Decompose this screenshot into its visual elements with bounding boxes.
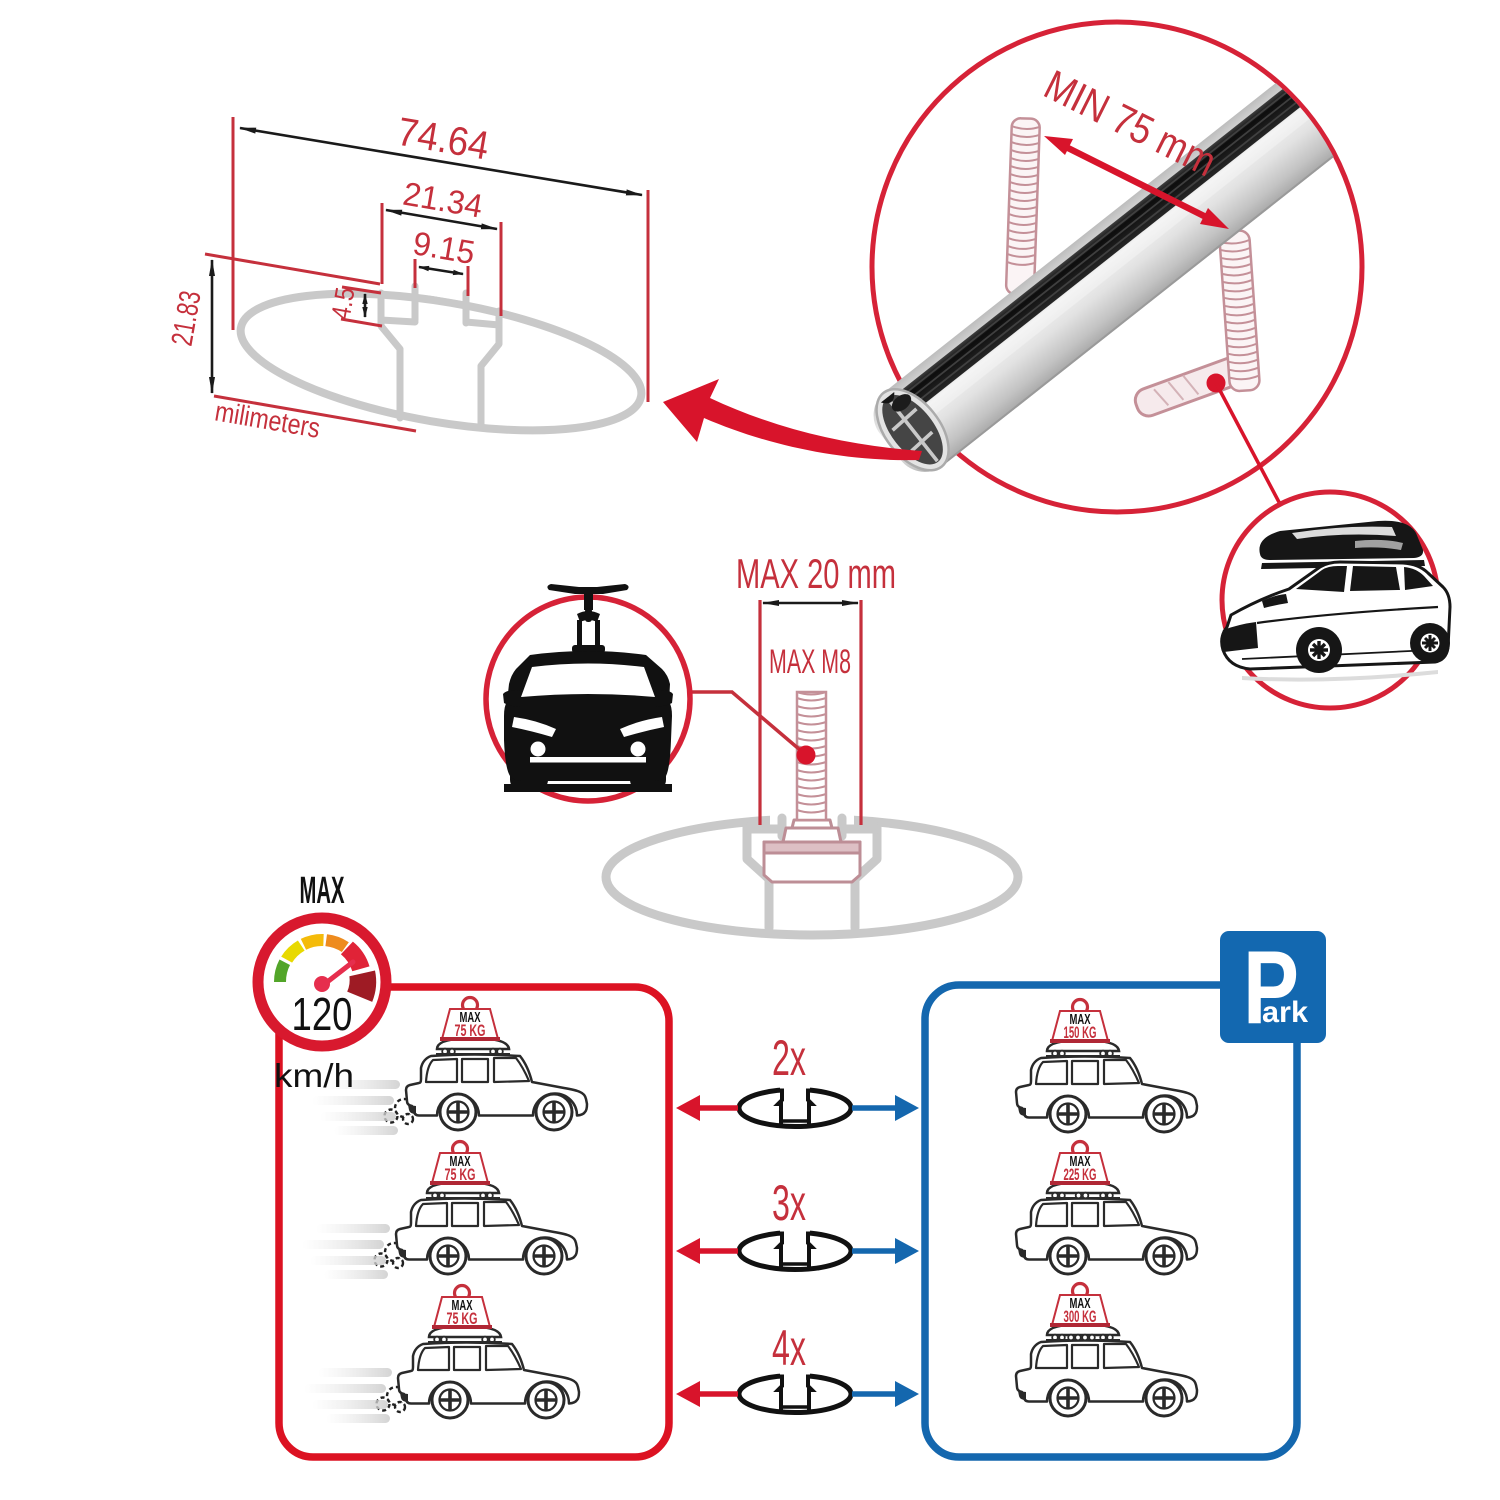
- svg-text:150 KG: 150 KG: [1064, 1023, 1097, 1042]
- svg-text:ark: ark: [1262, 996, 1308, 1029]
- svg-text:21.83: 21.83: [166, 288, 208, 348]
- svg-text:MAX 20 mm: MAX 20 mm: [736, 550, 896, 597]
- svg-text:MAX: MAX: [1070, 1295, 1091, 1312]
- svg-text:MAX: MAX: [452, 1297, 473, 1314]
- svg-text:74.64: 74.64: [394, 110, 492, 169]
- svg-text:MAX: MAX: [300, 870, 345, 912]
- svg-text:225 KG: 225 KG: [1064, 1165, 1097, 1184]
- svg-text:MAX: MAX: [450, 1153, 471, 1170]
- svg-text:2x: 2x: [772, 1030, 806, 1086]
- svg-text:300 KG: 300 KG: [1064, 1307, 1097, 1326]
- svg-text:MAX: MAX: [1070, 1011, 1091, 1028]
- svg-text:3x: 3x: [772, 1175, 806, 1231]
- svg-text:21.34: 21.34: [400, 175, 485, 225]
- svg-text:MAX M8: MAX M8: [769, 643, 851, 681]
- svg-text:km/h: km/h: [274, 1057, 354, 1094]
- svg-text:9.15: 9.15: [410, 224, 477, 271]
- svg-text:MIN 75 mm: MIN 75 mm: [1037, 61, 1224, 186]
- svg-text:75 KG: 75 KG: [447, 1309, 478, 1328]
- svg-text:milimeters: milimeters: [213, 395, 323, 443]
- svg-text:75 KG: 75 KG: [445, 1165, 476, 1184]
- svg-text:75 KG: 75 KG: [455, 1021, 486, 1040]
- svg-text:4x: 4x: [772, 1320, 806, 1376]
- svg-text:120: 120: [292, 988, 353, 1040]
- svg-text:P: P: [1243, 930, 1299, 1046]
- svg-text:MAX: MAX: [460, 1009, 481, 1026]
- svg-text:4.5: 4.5: [326, 285, 361, 322]
- svg-text:MAX: MAX: [1070, 1153, 1091, 1170]
